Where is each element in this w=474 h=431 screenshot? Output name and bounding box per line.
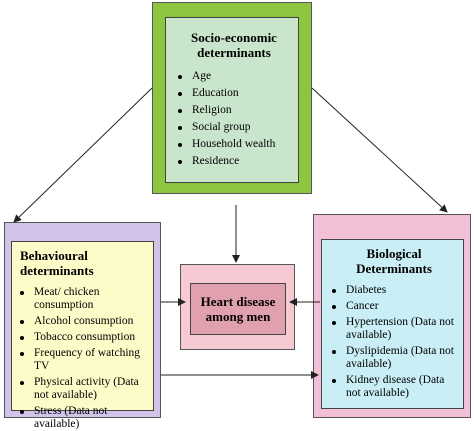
list-item: Physical activity (Data not available) [16, 376, 150, 402]
socio-economic-box: Socio-economic determinants Age Educatio… [152, 2, 312, 194]
behavioural-list: Meat/ chicken consumption Alcohol consum… [16, 286, 150, 431]
list-item: Tobacco consumption [16, 331, 150, 344]
socio-economic-inner: Socio-economic determinants Age Educatio… [165, 17, 299, 183]
list-item: Age [174, 70, 294, 83]
list-item: Dyslipidemia (Data not available) [328, 345, 460, 371]
behavioural-inner: Behavioural determinants Meat/ chicken c… [11, 241, 154, 430]
list-item: Household wealth [174, 138, 294, 151]
connector-arrows [13, 87, 448, 379]
biological-list: Diabetes Cancer Hypertension (Data not a… [328, 284, 460, 400]
heart-disease-box: Heart disease among men [180, 264, 295, 350]
arrow-socio-to-behavioural [13, 87, 153, 223]
biological-inner: Biological Determinants Diabetes Cancer … [321, 239, 464, 409]
list-item: Alcohol consumption [16, 315, 150, 328]
biological-box: Biological Determinants Diabetes Cancer … [313, 214, 471, 418]
list-item: Meat/ chicken consumption [16, 286, 150, 312]
list-item: Hypertension (Data not available) [328, 316, 460, 342]
behavioural-box: Behavioural determinants Meat/ chicken c… [4, 222, 161, 430]
list-item: Residence [174, 155, 294, 168]
list-item: Kidney disease (Data not available) [328, 374, 460, 400]
list-item: Cancer [328, 300, 460, 313]
socio-economic-title: Socio-economic determinants [191, 30, 277, 60]
heart-disease-title: Heart disease among men [200, 294, 276, 324]
list-item: Frequency of watching TV [16, 347, 150, 373]
list-item: Social group [174, 121, 294, 134]
list-item: Diabetes [328, 284, 460, 297]
list-item: Education [174, 87, 294, 100]
list-item: Religion [174, 104, 294, 117]
socio-economic-list: Age Education Religion Social group Hous… [174, 70, 294, 168]
biological-title: Biological Determinants [356, 246, 432, 276]
heart-disease-inner: Heart disease among men [190, 283, 286, 335]
arrow-socio-to-biological [311, 87, 448, 213]
behavioural-title: Behavioural determinants [20, 248, 94, 278]
